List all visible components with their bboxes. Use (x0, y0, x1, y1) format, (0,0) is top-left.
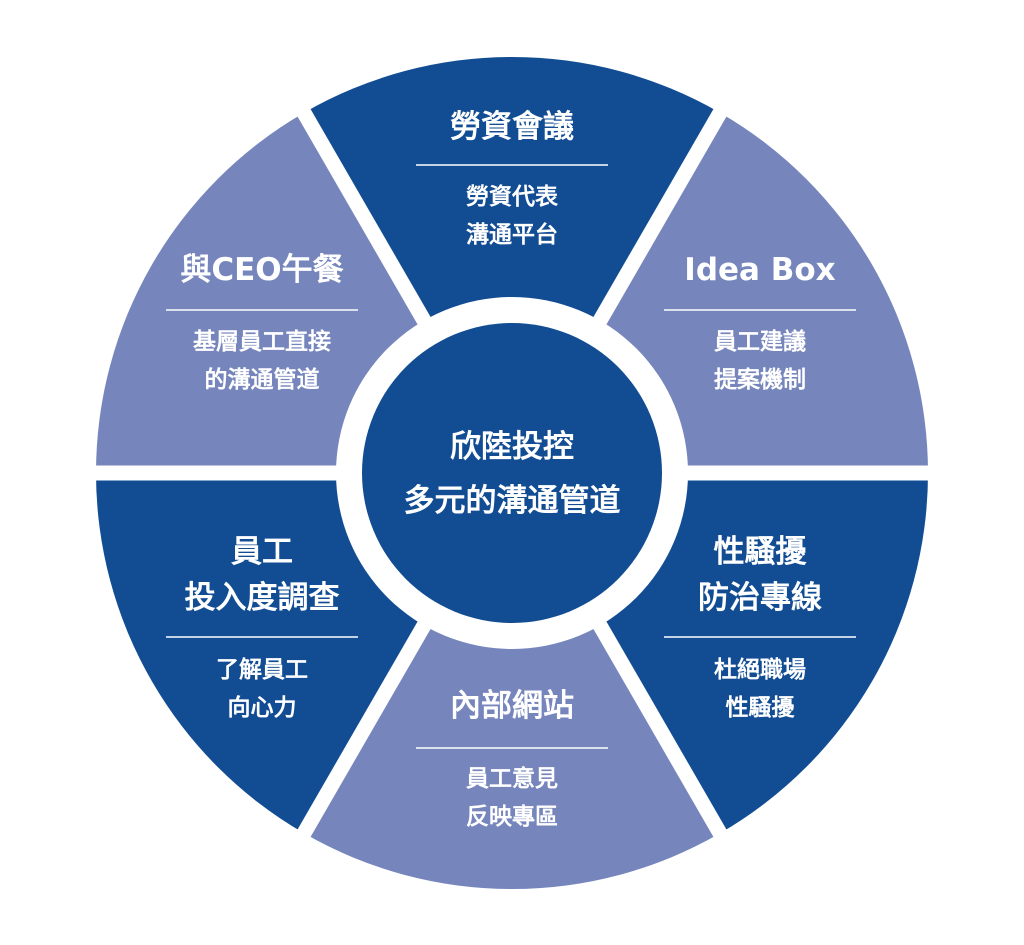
segment-desc: 反映專區 (466, 804, 558, 830)
segment-desc: 向心力 (227, 695, 297, 721)
divider (664, 636, 856, 638)
segment-desc: 勞資代表 (466, 184, 558, 210)
segment-title: 防治專線 (698, 580, 822, 616)
segment-harassment-hotline: 性騷擾 防治專線 杜絕職場 性騷擾 (640, 529, 880, 727)
segment-desc: 基層員工直接 (193, 329, 331, 355)
divider (416, 164, 608, 166)
wedge-labor-meeting (304, 56, 720, 473)
segment-labor-meeting: 勞資會議 勞資代表 溝通平台 (392, 104, 632, 254)
divider (664, 309, 856, 311)
segment-title: Idea Box (684, 252, 836, 288)
segment-title: 投入度調查 (184, 580, 340, 616)
segment-title: 勞資會議 (450, 109, 574, 145)
divider (166, 636, 358, 638)
segment-lunch-with-ceo: 與CEO午餐 基層員工直接 的溝通管道 (142, 247, 382, 399)
center-hub (362, 323, 662, 623)
segment-title: 內部網站 (450, 688, 574, 724)
segment-engagement-survey: 員工 投入度調查 了解員工 向心力 (142, 529, 382, 727)
segment-desc: 員工意見 (466, 766, 558, 792)
segment-idea-box: Idea Box 員工建議 提案機制 (640, 247, 880, 399)
center-hub-label: 欣陸投控 多元的溝通管道 (362, 420, 662, 528)
segment-desc: 提案機制 (714, 367, 806, 393)
center-line-2: 多元的溝通管道 (403, 483, 621, 519)
segment-intranet: 內部網站 員工意見 反映專區 (392, 683, 632, 836)
segment-title: 與CEO午餐 (180, 252, 344, 288)
segment-title: 員工 (231, 534, 293, 570)
segment-desc: 了解員工 (216, 657, 308, 683)
divider (166, 309, 358, 311)
divider (416, 747, 608, 749)
segment-desc: 的溝通管道 (204, 367, 320, 393)
wedge-intranet (304, 473, 720, 889)
segment-title: 性騷擾 (713, 534, 807, 570)
segment-desc: 員工建議 (714, 329, 806, 355)
segment-desc: 杜絕職場 (714, 657, 806, 683)
segment-desc: 溝通平台 (466, 222, 558, 248)
center-line-1: 欣陸投控 (450, 429, 574, 465)
segment-desc: 性騷擾 (725, 695, 795, 721)
